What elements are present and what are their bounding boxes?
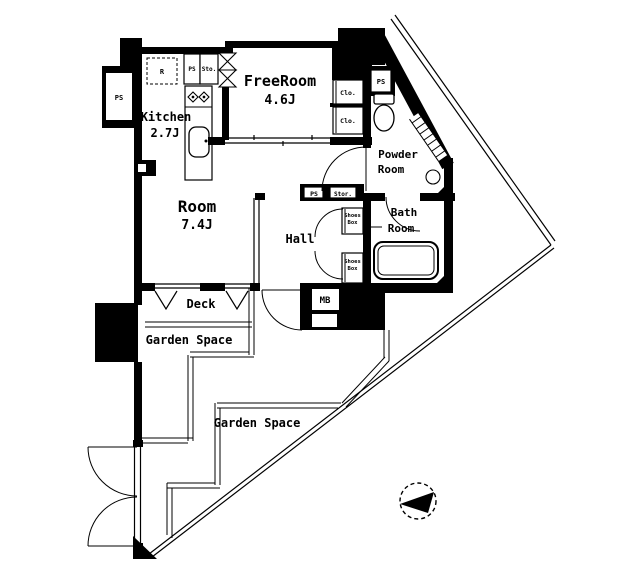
ps-box-left [106,73,132,120]
washer-drain-circle [425,169,441,185]
shoes-box-upper-label-line2: Box [348,220,359,226]
stove-burner-icon [187,91,210,103]
ps-box-hall [303,186,324,199]
toilet-icon [373,93,395,132]
meter-box-small [312,314,337,327]
hall-label: Hall [286,232,315,246]
shoes-box-lower [341,252,364,284]
kitchen-counter [184,85,213,181]
kitchen-fixtures [138,57,213,181]
storage-box-kitchen [199,53,219,85]
door-swings [87,146,421,547]
bathtub-icon [373,241,439,280]
bath-room-label-line1: Bath [391,206,418,219]
pillar-vent [138,164,146,172]
closet-upper [332,79,364,105]
closet-upper-label: Clo. [340,89,356,97]
diagonal-window-hatch [409,112,448,162]
freeroom-label: FreeRoom [244,72,316,90]
garden-space-upper-label: Garden Space [146,333,233,347]
service-boxes [106,53,392,327]
deck-vent-marks [154,290,249,311]
shoes-box-lower-label-line1: Shoes [344,259,361,265]
deck-label: Deck [187,297,217,311]
storage-box-hall [329,186,357,199]
stor-label: Stor. [334,191,352,198]
ps-label-topright: PS [377,78,385,86]
powder-room-label-line1: Powder [378,148,418,161]
closet-lower [332,106,364,135]
bath-room-label-line2: Room [388,222,415,235]
room-label: Room [178,197,217,216]
ps-label-kitchen: PS [188,66,196,73]
refrigerator-label: R [160,68,165,76]
ps-box-topright [370,69,392,93]
refrigerator-space [146,57,178,85]
deck-garden-edges [142,288,390,538]
kitchen-size: 2.7J [151,126,180,140]
shoes-box-upper [341,207,364,235]
sto-label: Sto. [202,66,216,73]
shoes-box-lower-label-line2: Box [348,266,359,272]
site-boundary-lines [148,14,556,558]
ps-label-hall: PS [310,190,318,198]
closet-lower-label: Clo. [340,117,356,125]
meter-box-label: MB [320,296,331,306]
powder-room-label-line2: Room [378,163,405,176]
meter-box [312,289,339,310]
shoes-box-upper-label-line1: Shoes [344,213,361,219]
garden-space-lower-label: Garden Space [214,416,301,430]
compass-north-icon [399,482,437,520]
freeroom-size: 4.6J [264,93,295,108]
kitchen-label: Kitchen [141,110,192,124]
folding-door [217,52,238,88]
closet-door-lines [335,81,346,282]
room-size: 7.4J [181,218,212,233]
kitchen-sink [188,126,210,158]
faucet-dot [204,139,208,143]
windows-and-partitions [133,135,345,543]
ps-label-left: PS [115,94,123,102]
